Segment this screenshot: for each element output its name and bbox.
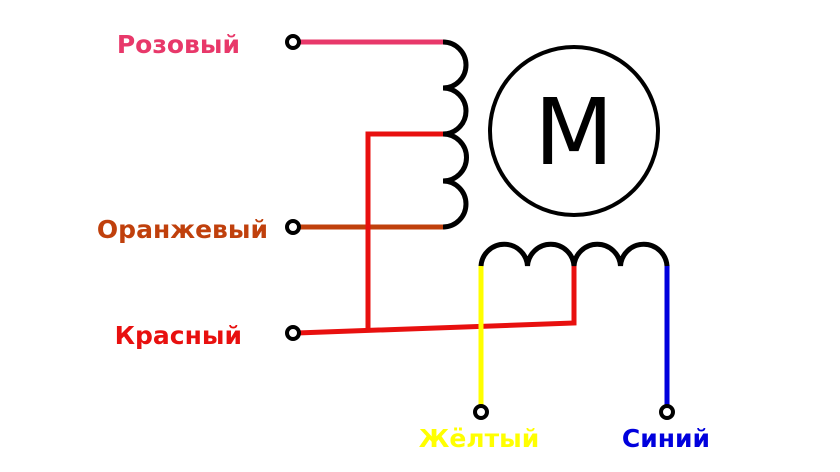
label-pink: Розовый <box>117 30 240 59</box>
coil-a <box>442 39 469 230</box>
terminal-blue <box>659 404 675 420</box>
label-yellow: Жёлтый <box>419 424 539 453</box>
terminal-orange <box>285 219 301 235</box>
wire-red-center-tap-1 <box>365 131 443 330</box>
label-orange: Оранжевый <box>97 215 268 244</box>
label-blue: Синий <box>622 424 710 453</box>
motor-circle <box>488 45 660 217</box>
terminal-pink <box>285 34 301 50</box>
terminal-yellow <box>473 404 489 420</box>
wire-red-center-tap-2 <box>296 265 577 336</box>
coil-b <box>478 241 670 267</box>
terminal-red <box>285 325 301 341</box>
motor-label: M <box>534 79 613 186</box>
label-red: Красный <box>115 321 242 350</box>
